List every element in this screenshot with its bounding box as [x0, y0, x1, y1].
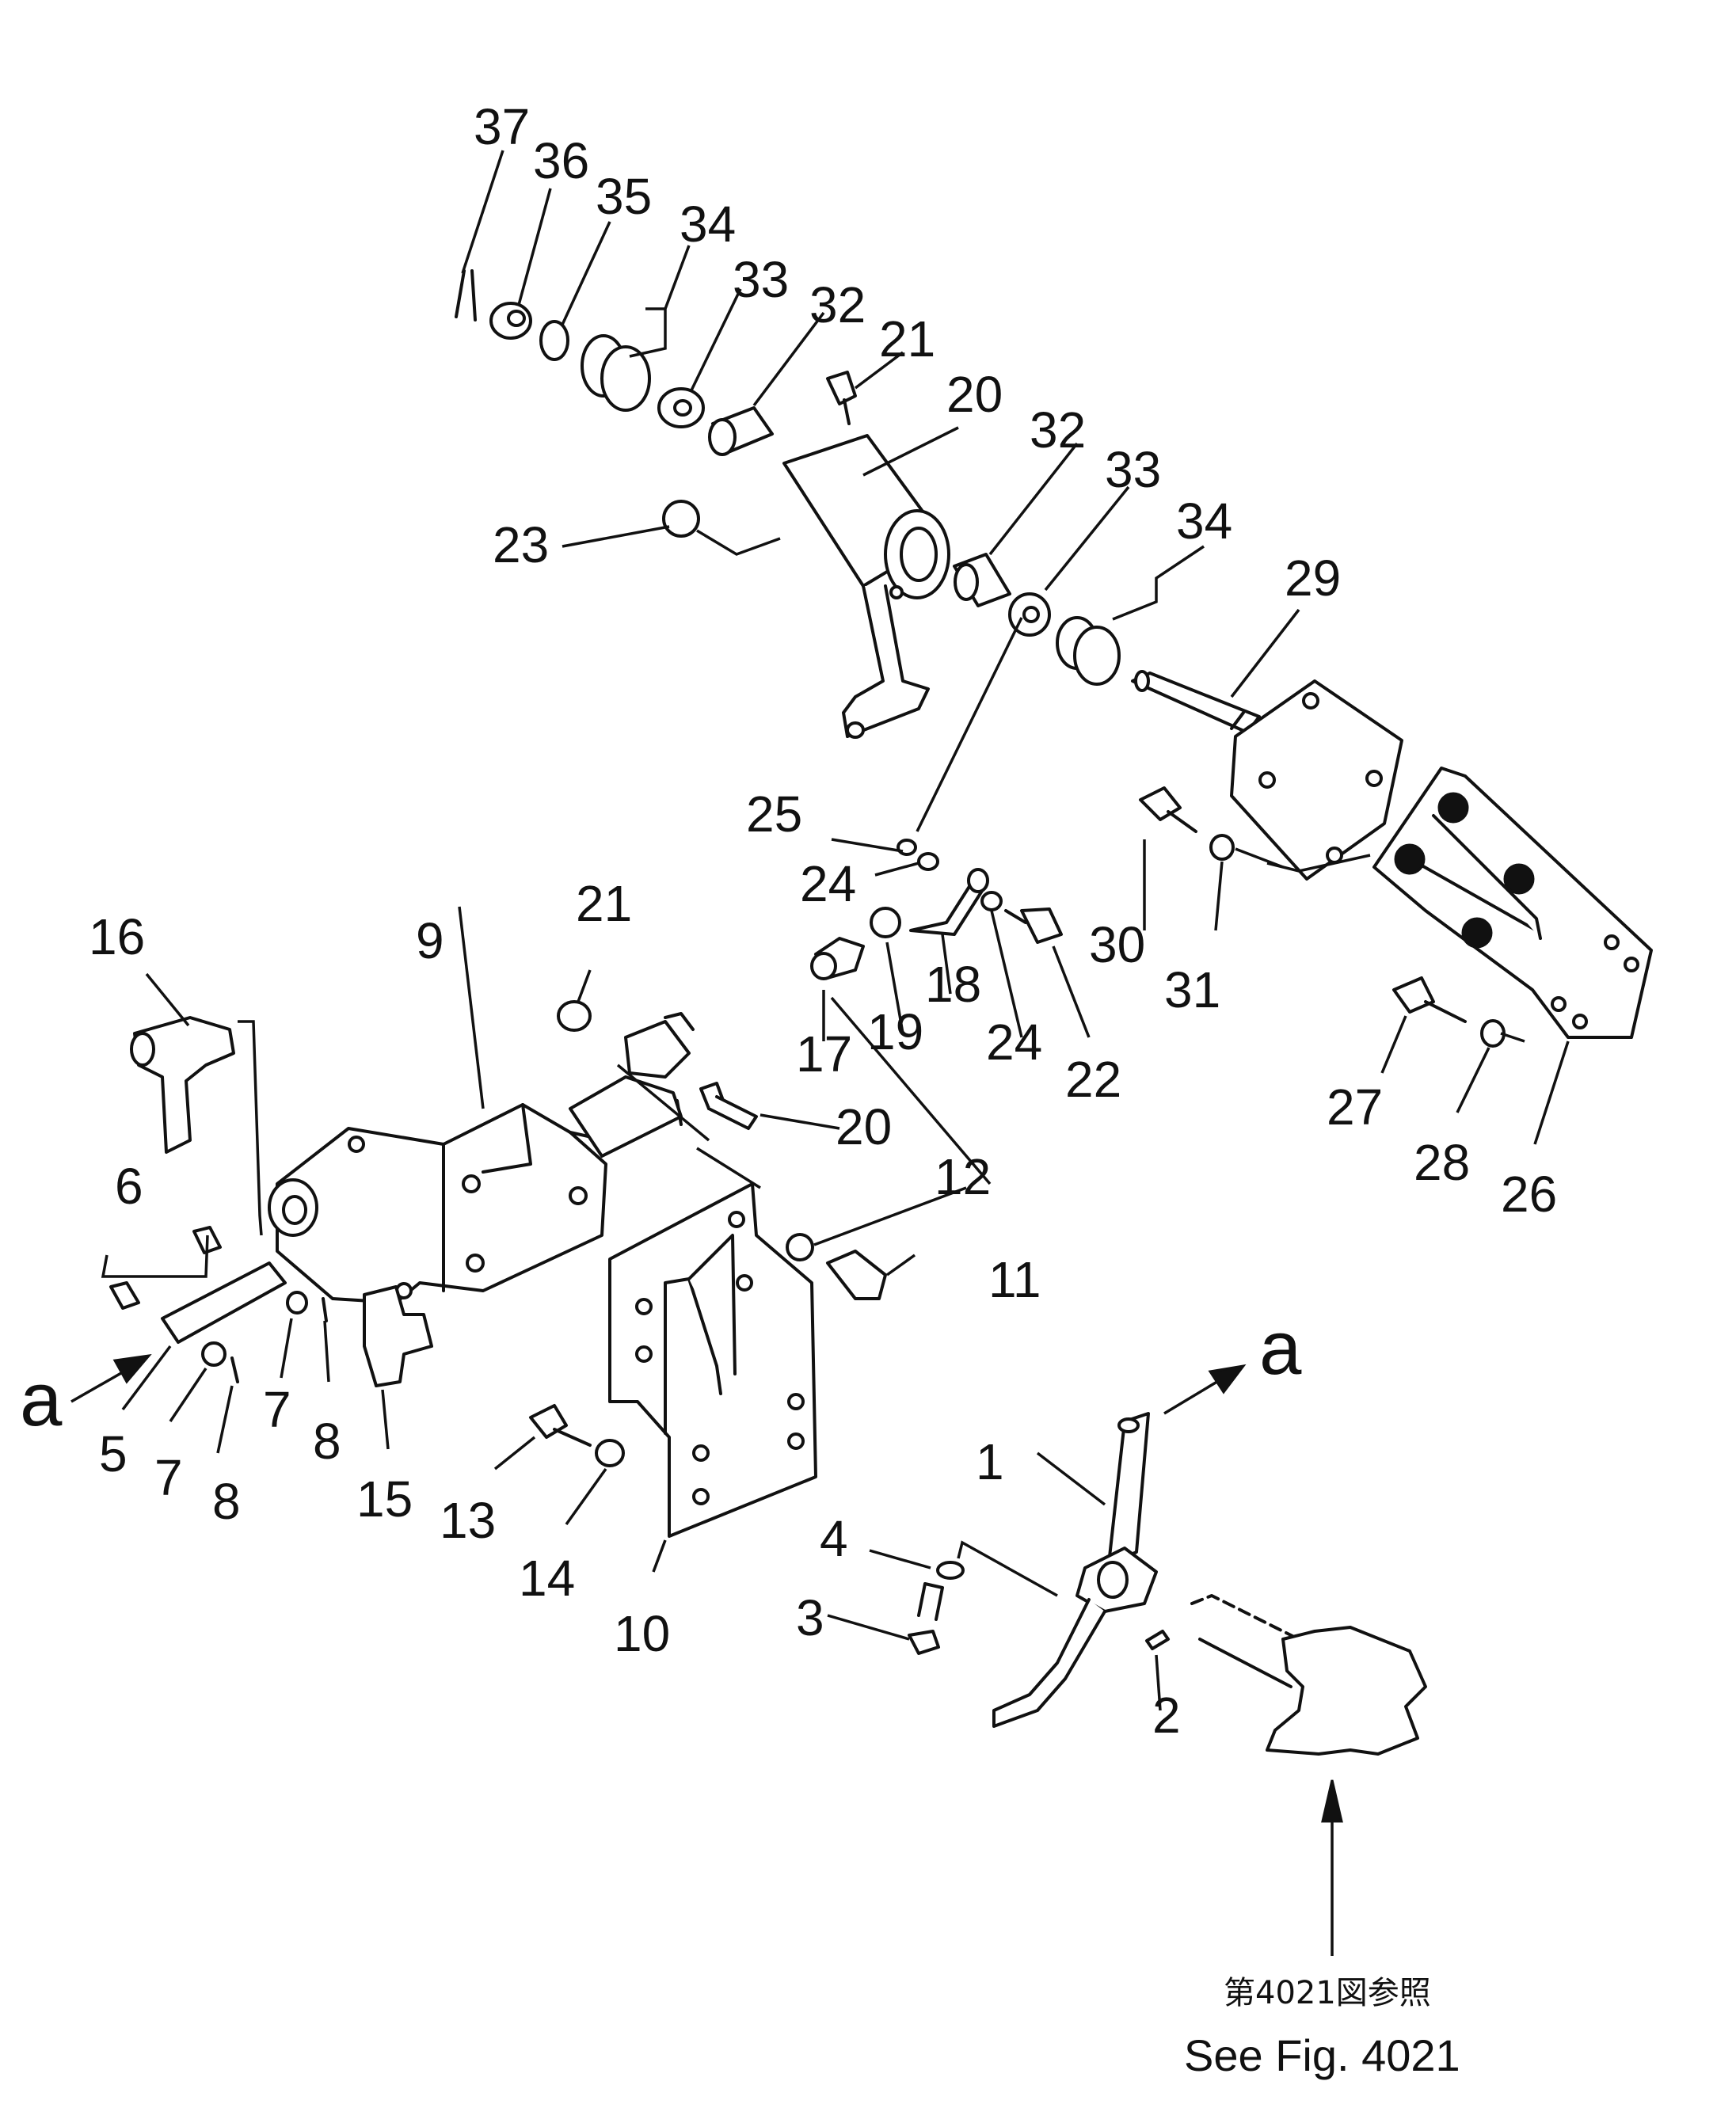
figure-reference-en: See Fig. 4021	[1184, 2030, 1460, 2080]
callout-8: 8	[212, 1473, 241, 1530]
callout-33: 33	[1105, 441, 1161, 498]
figure-reference: 第4021図参照 See Fig. 4021	[1184, 1975, 1460, 2080]
callout-13: 13	[440, 1492, 496, 1549]
callout-20: 20	[836, 1098, 892, 1155]
callout-21: 21	[576, 875, 632, 932]
view-markers: a a	[20, 1306, 1302, 1442]
callout-27: 27	[1327, 1079, 1383, 1136]
callout-20: 20	[946, 366, 1003, 423]
callout-16: 16	[89, 908, 145, 965]
callout-28: 28	[1414, 1134, 1470, 1191]
callout-11: 11	[988, 1251, 1041, 1308]
callout-31: 31	[1164, 961, 1220, 1018]
callout-34: 34	[1176, 493, 1232, 550]
callout-7: 7	[154, 1449, 183, 1506]
view-marker-right: a	[1259, 1306, 1302, 1391]
callout-30: 30	[1089, 916, 1145, 973]
callout-32: 32	[1030, 401, 1086, 458]
callout-2: 2	[1152, 1687, 1181, 1744]
upper-shaft-assembly	[455, 269, 1653, 1048]
callout-10: 10	[614, 1605, 670, 1662]
callout-18: 18	[925, 956, 981, 1013]
callout-37: 37	[474, 98, 530, 155]
callout-25: 25	[746, 786, 802, 843]
callout-15: 15	[356, 1471, 413, 1528]
callout-36: 36	[533, 132, 589, 189]
callout-22: 22	[1065, 1051, 1121, 1108]
callout-1: 1	[976, 1433, 1004, 1490]
callout-33: 33	[733, 251, 789, 308]
callout-6: 6	[115, 1158, 143, 1215]
callout-7: 7	[263, 1381, 291, 1438]
view-marker-left: a	[20, 1357, 63, 1442]
callout-5: 5	[99, 1425, 128, 1482]
pedal-assembly	[70, 1353, 1427, 1956]
figure-reference-ja: 第4021図参照	[1224, 1975, 1431, 2011]
callout-leaders	[101, 150, 1570, 1711]
callout-14: 14	[519, 1550, 575, 1607]
callout-3: 3	[796, 1589, 824, 1646]
callout-23: 23	[493, 516, 549, 573]
callout-17: 17	[796, 1025, 852, 1082]
callout-9: 9	[416, 912, 444, 969]
callout-19: 19	[867, 1003, 923, 1060]
callout-12: 12	[935, 1148, 991, 1205]
callout-35: 35	[596, 168, 652, 225]
callout-4: 4	[820, 1510, 848, 1567]
lower-valve-assembly	[109, 1000, 887, 1538]
callout-24: 24	[986, 1014, 1042, 1071]
callout-21: 21	[879, 310, 935, 367]
callout-29: 29	[1285, 550, 1341, 607]
callout-34: 34	[680, 196, 736, 253]
callout-8: 8	[313, 1413, 341, 1470]
callout-numbers: 37 36 35 34 33 32 21 20 23 32 33 34 29 2…	[89, 98, 1557, 1744]
callout-24: 24	[800, 855, 856, 912]
callout-32: 32	[809, 276, 866, 333]
callout-26: 26	[1501, 1166, 1557, 1223]
